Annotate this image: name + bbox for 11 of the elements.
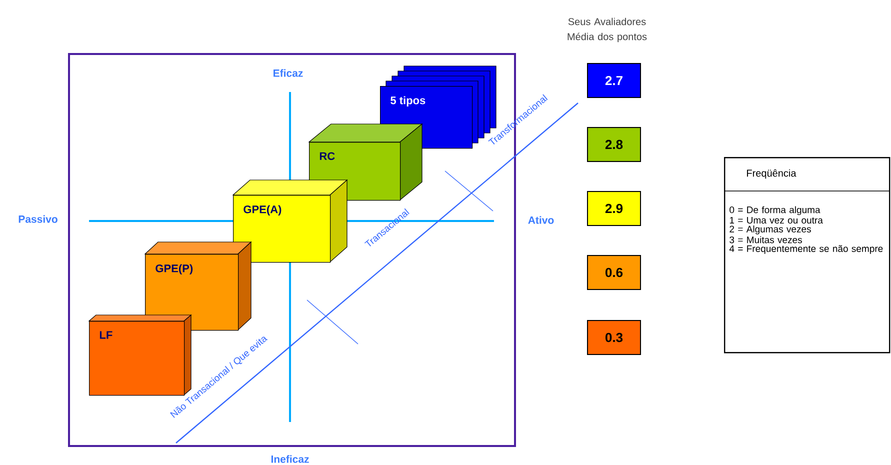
axis-label: Ativo [528,216,554,224]
frequency-box: Freqüência 0 = De forma alguma 1 = Uma vez ou outra 2 = Algumas vezes 3 = Muitas vezes 4 = Frequentemente se não sempre [724,157,890,354]
heading-text: Seus Avaliadores Média dos pontos [568,18,647,42]
score-box: 0.6 [587,255,641,290]
axis-label: Passivo [18,215,58,223]
score-box: 2.7 [587,63,641,98]
axis-label: Ineficaz [271,455,309,463]
score-box: 2.8 [587,127,641,162]
score-box: 2.9 [587,191,641,226]
axis-label: Eficaz [274,69,303,77]
score-box: 0.3 [587,320,641,355]
